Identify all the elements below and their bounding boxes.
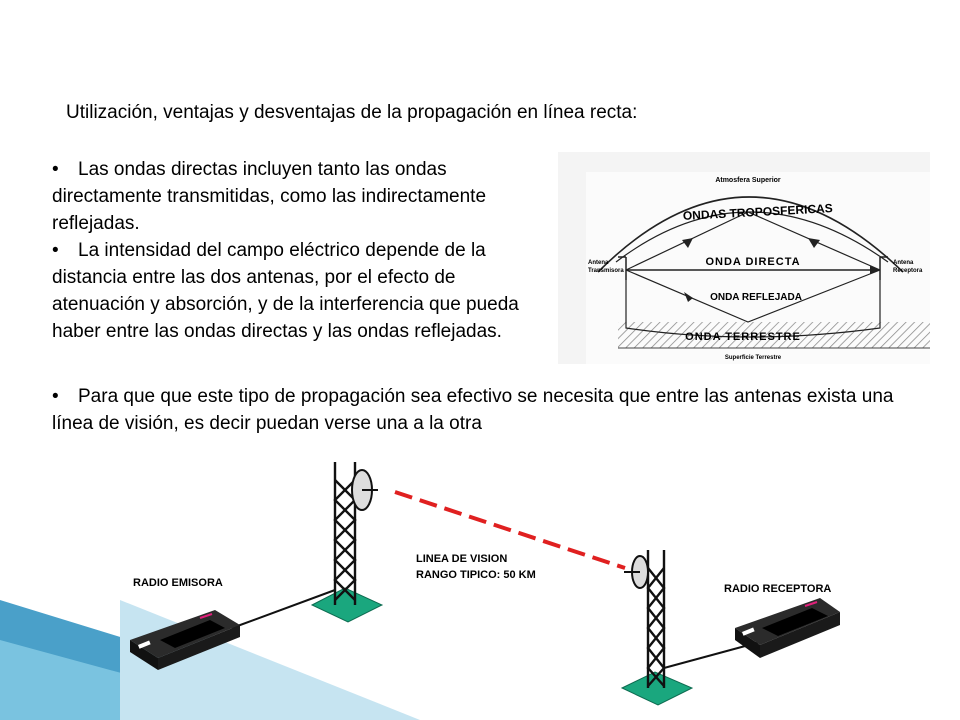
bullet-marker: • <box>52 240 59 261</box>
ground-wave-path <box>625 280 881 338</box>
radio-receiver-icon <box>735 598 840 658</box>
bullet-line-of-sight: •Para que que este tipo de propagación s… <box>52 383 922 437</box>
bullet-text: Las ondas directas incluyen tanto las on… <box>52 159 487 234</box>
rx-antenna-label-line2: Receptora <box>893 268 923 274</box>
ground-hatching <box>618 322 930 348</box>
upper-atmosphere-arc <box>597 196 904 273</box>
bullet-marker: • <box>52 159 59 180</box>
bullet-marker: • <box>52 386 59 407</box>
line-of-sight <box>394 490 626 570</box>
tx-antenna-label-line2: Transmisora <box>588 268 624 274</box>
receiver-label: RADIO RECEPTORA <box>724 583 831 595</box>
bullet-text: La intensidad del campo eléctrico depend… <box>52 240 519 342</box>
reflected-arrow-icon <box>684 292 693 302</box>
direct-wave-arrow-icon <box>870 266 880 274</box>
tropo-arrow-icon <box>808 238 820 248</box>
bullet-direct-waves: •Las ondas directas incluyen tanto las o… <box>52 156 542 237</box>
tropospheric-arc <box>615 211 889 263</box>
line-of-sight-diagram: RADIO EMISORA RADIO RECEPTORA LINEA DE V… <box>0 462 960 720</box>
decor-wedge-light <box>0 640 300 720</box>
reflected-wave-label: ONDA REFLEJADA <box>710 292 802 303</box>
ground-wave-label: ONDA TERRESTRE <box>685 331 801 343</box>
reflected-ray <box>625 269 881 323</box>
slide-title: Utilización, ventajas y desventajas de l… <box>66 102 638 123</box>
propagation-diagram: Atmosfera Superior ONDAS TROPOSFERICAS O… <box>558 152 930 364</box>
left-cable <box>231 589 336 629</box>
sender-label: RADIO EMISORA <box>133 577 223 589</box>
radio-sender-icon <box>130 610 240 670</box>
right-tower-base <box>620 671 694 706</box>
tx-antenna-label-line1: Antena <box>588 260 609 266</box>
los-label-line2: RANGO TIPICO: 50 KM <box>416 569 536 581</box>
los-label-line1: LINEA DE VISION <box>416 553 507 565</box>
lower-bullets: •Para que que este tipo de propagación s… <box>52 383 922 437</box>
tropo-arrow-icon <box>682 238 693 248</box>
upper-bullets: •Las ondas directas incluyen tanto las o… <box>52 156 542 345</box>
rx-antenna-label-line1: Antena <box>893 260 914 266</box>
direct-wave-label: ONDA DIRECTA <box>705 256 800 268</box>
bullet-field-intensity: •La intensidad del campo eléctrico depen… <box>52 237 542 345</box>
surface-label: Superficie Terrestre <box>725 355 782 361</box>
scene-background <box>120 560 960 720</box>
tropospheric-ray <box>625 211 881 271</box>
bullet-text: Para que que este tipo de propagación se… <box>52 386 894 434</box>
atmosphere-label: Atmosfera Superior <box>715 177 781 184</box>
